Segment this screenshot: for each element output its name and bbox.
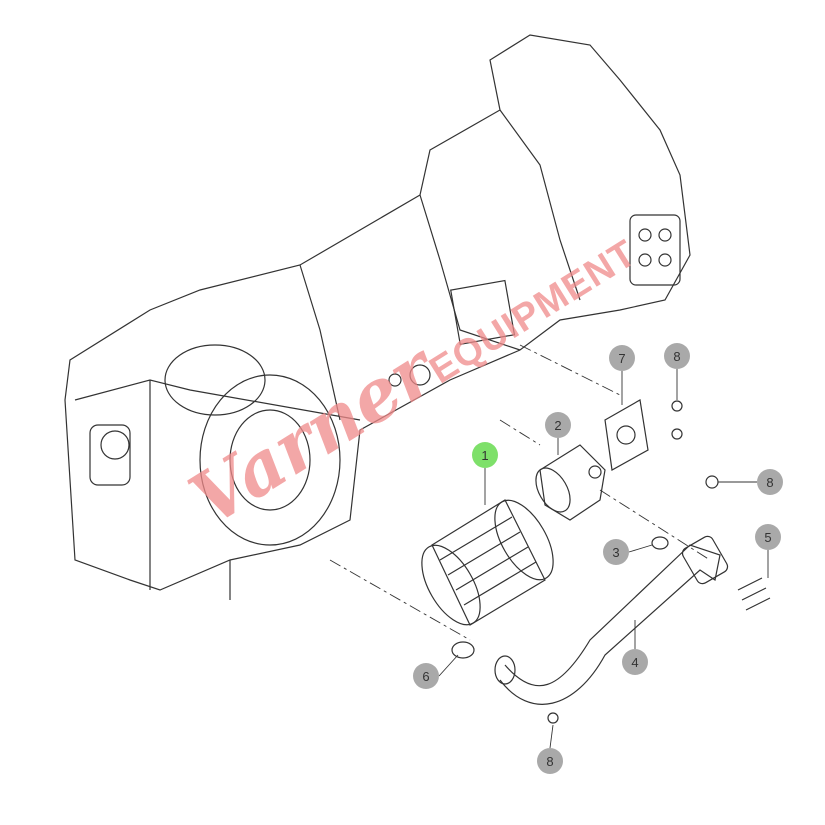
- callout-5-bolts[interactable]: 5: [755, 524, 781, 550]
- bolts: [547, 400, 771, 724]
- callout-leaders: [438, 369, 769, 749]
- transmission-housing: [64, 34, 691, 600]
- filter-adapter: [535, 444, 606, 521]
- callout-3-o-ring[interactable]: 3: [603, 539, 629, 565]
- callout-4-suction-pipe[interactable]: 4: [622, 649, 648, 675]
- callout-8-bolt[interactable]: 8: [664, 343, 690, 369]
- callout-2-filter-adapter[interactable]: 2: [545, 412, 571, 438]
- suction-pipe: [494, 535, 729, 705]
- gasket-7: [604, 399, 649, 471]
- callout-6-o-ring[interactable]: 6: [413, 663, 439, 689]
- callout-8-bolt[interactable]: 8: [757, 469, 783, 495]
- callout-1-oil-filter[interactable]: 1: [472, 442, 498, 468]
- leader-lines: [329, 344, 711, 641]
- o-rings: [451, 536, 669, 659]
- callout-7-gasket[interactable]: 7: [609, 345, 635, 371]
- oil-filter: [421, 499, 554, 626]
- callout-8-bolt[interactable]: 8: [537, 748, 563, 774]
